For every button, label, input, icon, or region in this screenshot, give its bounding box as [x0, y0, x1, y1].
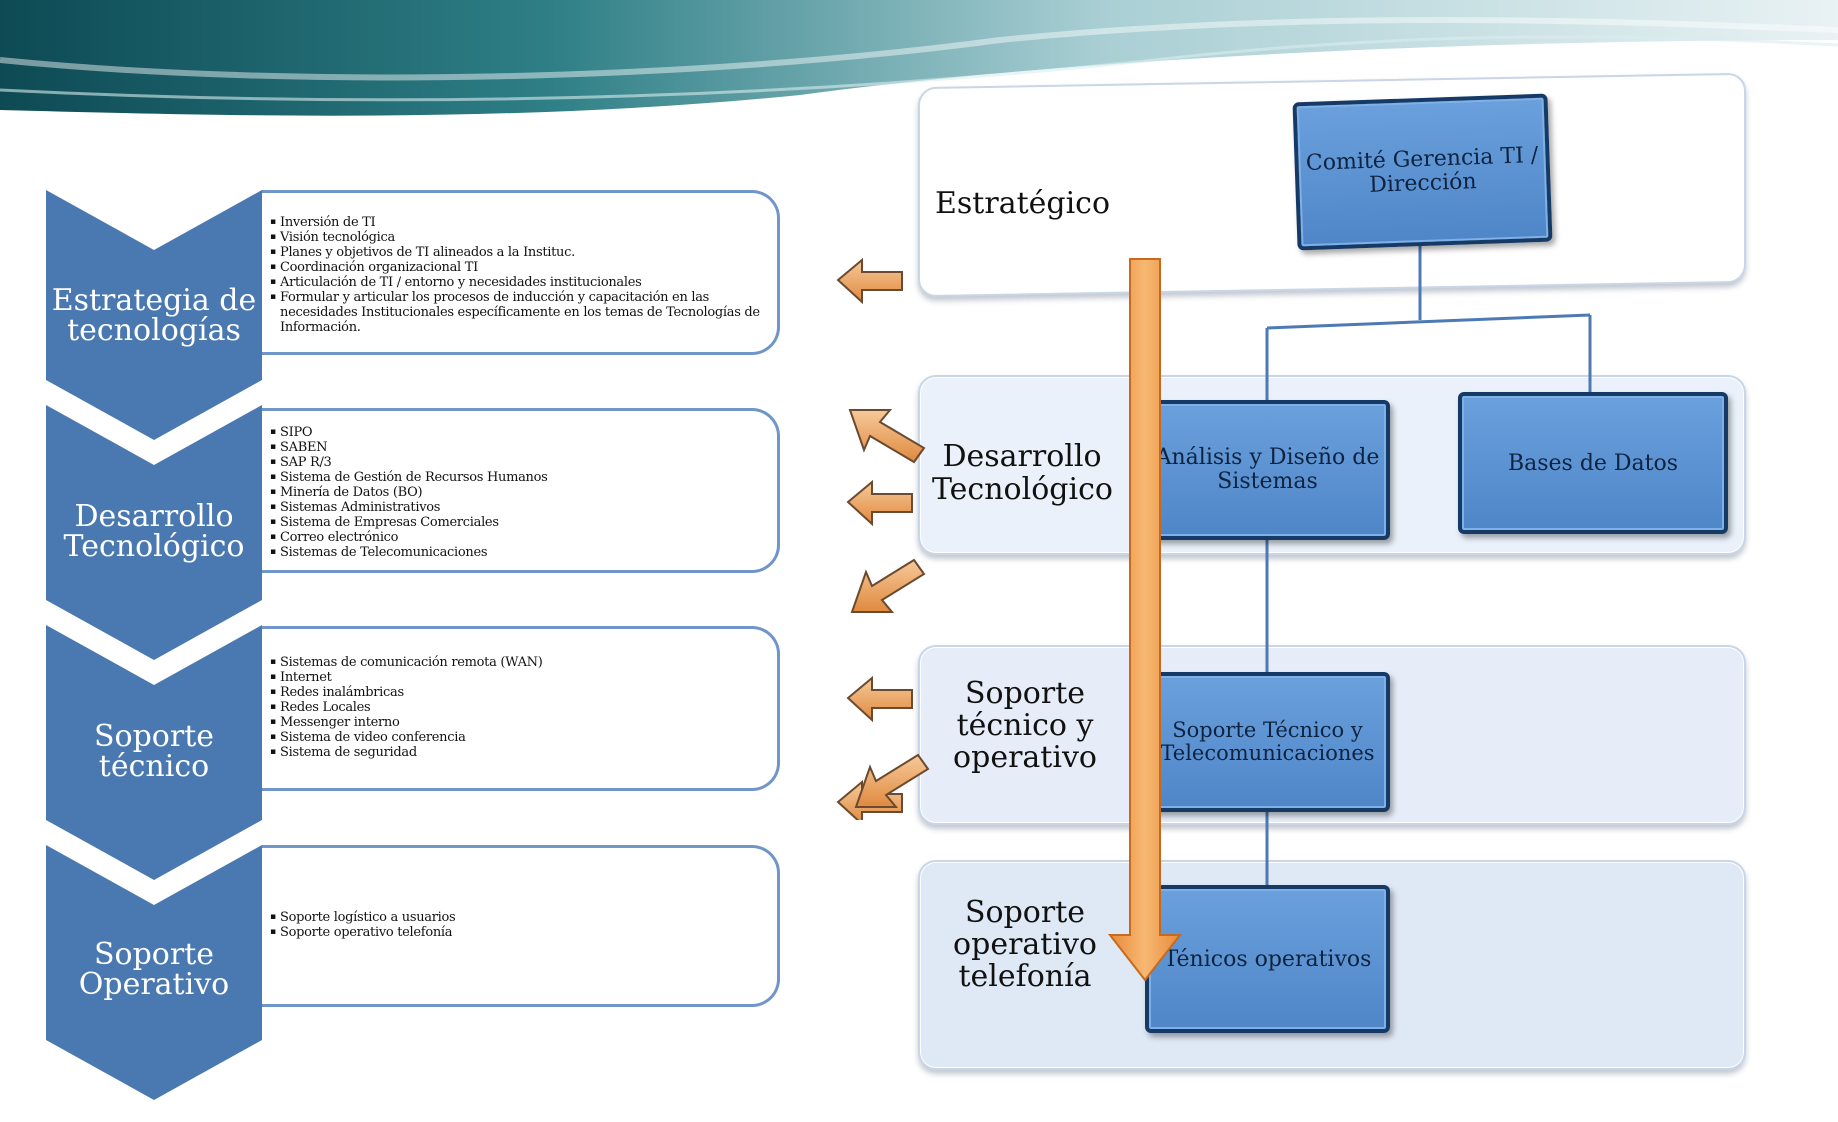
list-item: Sistema de seguridad	[270, 745, 767, 760]
chevron-label-desarrollo: Desarrollo Tecnológico	[63, 499, 245, 564]
arrow-downleft-5	[854, 753, 930, 808]
list-item: Formular y articular los procesos de ind…	[270, 290, 767, 335]
list-item: SAP R/3	[270, 455, 767, 470]
list-item: Sistemas Administrativos	[270, 500, 767, 515]
level-label-soporte-tecnico: Soporte técnico y operativo	[953, 676, 1097, 775]
bullet-box-desarrollo: SIPO SABEN SAP R/3 Sistema de Gestión de…	[262, 408, 780, 573]
arrow-left-1	[836, 257, 903, 305]
arrow-left-3	[846, 479, 913, 527]
list-item: Soporte logístico a usuarios	[270, 910, 767, 925]
level-label-estrategico: Estratégico	[935, 186, 1111, 221]
chevron-label-soporte-operativo: Soporte Operativo	[78, 937, 230, 1002]
list-item: Sistema de Empresas Comerciales	[270, 515, 767, 530]
bullet-box-estrategia: Inversión de TI Visión tecnológica Plane…	[262, 190, 780, 355]
chevron-label-estrategia: Estrategia de tecnologías	[51, 283, 257, 348]
chevron-2	[46, 405, 262, 660]
bullet-box-soporte-operativo: Soporte logístico a usuarios Soporte ope…	[262, 845, 780, 1007]
list-item: Redes Locales	[270, 700, 767, 715]
arrow-left-6	[846, 675, 913, 723]
chevron-1	[46, 190, 262, 440]
chevron-3	[46, 625, 262, 880]
chevron-column	[46, 190, 262, 1100]
list-item: Sistemas de comunicación remota (WAN)	[270, 655, 767, 670]
list-item: SABEN	[270, 440, 767, 455]
list-item: Sistema de video conferencia	[270, 730, 767, 745]
list-item: Inversión de TI	[270, 215, 767, 230]
list-item: Visión tecnológica	[270, 230, 767, 245]
small-arrows	[836, 257, 930, 820]
list-item: Minería de Datos (BO)	[270, 485, 767, 500]
list-item: Soporte operativo telefonía	[270, 925, 767, 940]
level-label-desarrollo: Desarrollo Tecnológico	[932, 439, 1113, 507]
chevron-4	[46, 845, 262, 1100]
list-item: Articulación de TI / entorno y necesidad…	[270, 275, 767, 290]
down-arrow	[1107, 258, 1183, 982]
list-item: Internet	[270, 670, 767, 685]
list-item: SIPO	[270, 425, 767, 440]
list-item: Sistema de Gestión de Recursos Humanos	[270, 470, 767, 485]
list-item: Redes inalámbricas	[270, 685, 767, 700]
list-item: Messenger interno	[270, 715, 767, 730]
list-item: Sistemas de Telecomunicaciones	[270, 545, 767, 560]
list-item: Planes y objetivos de TI alineados a la …	[270, 245, 767, 260]
arrow-upleft-2	[848, 409, 926, 464]
chevron-label-soporte-tecnico: Soporte técnico	[93, 719, 215, 784]
org-box-comite: Comité Gerencia TI / Dirección	[1292, 93, 1553, 251]
org-box-soporte-tecnico: Soporte Técnico y Telecomunicaciones	[1145, 672, 1390, 812]
header-wave-banner	[0, 0, 1838, 116]
arrow-downleft-4	[850, 558, 926, 613]
org-box-bases-datos: Bases de Datos	[1458, 392, 1728, 534]
list-item: Coordinación organizacional TI	[270, 260, 767, 275]
level-label-soporte-operativo: Soporte operativo telefonía	[953, 895, 1097, 994]
org-box-analisis: Análisis y Diseño de Sistemas	[1145, 400, 1390, 540]
org-box-tecnicos: Ténicos operativos	[1145, 885, 1390, 1033]
bullet-box-soporte-tecnico: Sistemas de comunicación remota (WAN) In…	[262, 626, 780, 791]
list-item: Correo electrónico	[270, 530, 767, 545]
